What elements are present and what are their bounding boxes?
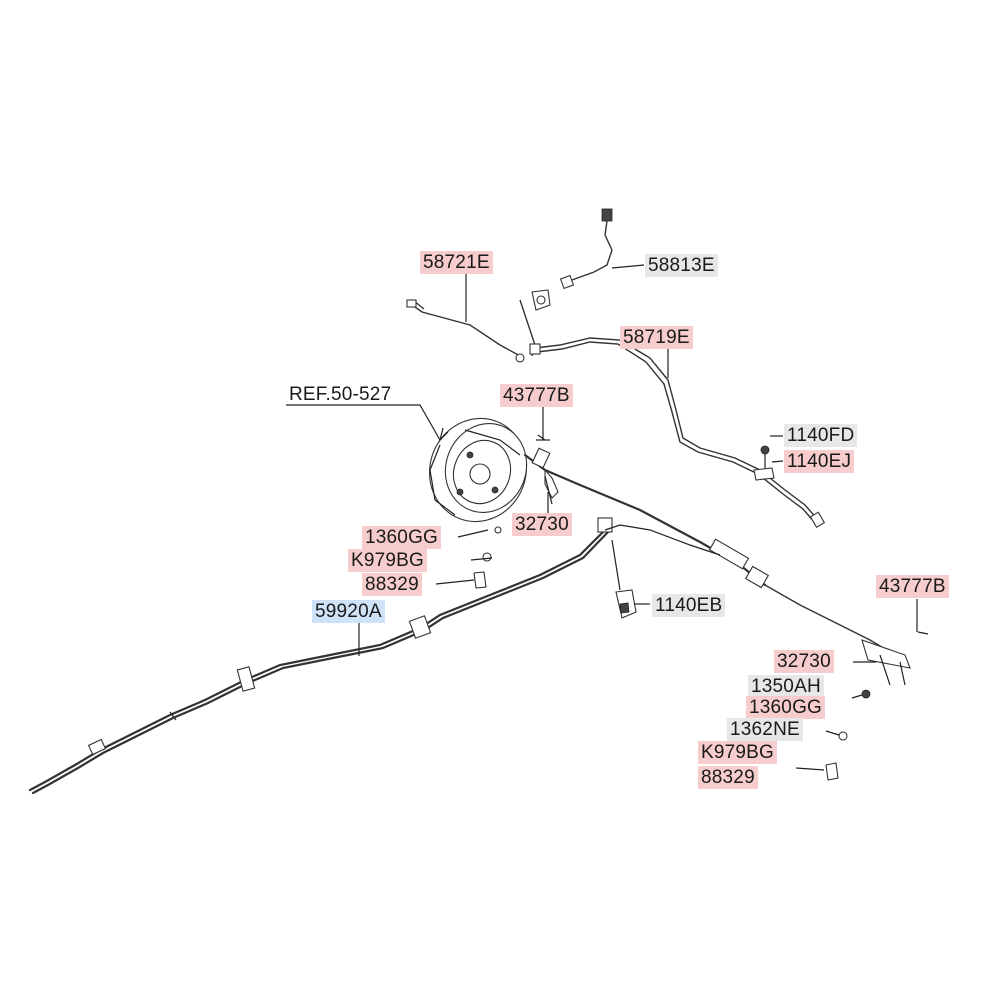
- part-label-1140ej[interactable]: 1140EJ: [784, 450, 855, 473]
- part-label-58813e[interactable]: 58813E: [645, 254, 718, 277]
- part-label-32730-right[interactable]: 32730: [774, 650, 834, 673]
- part-label-1140eb[interactable]: 1140EB: [652, 594, 726, 617]
- sensor-58813e-drawing: [519, 208, 613, 357]
- part-label-1360gg-left[interactable]: 1360GG: [362, 526, 442, 549]
- cable-58721e-drawing: [406, 299, 525, 363]
- hose-58719e-drawing: [529, 337, 826, 528]
- right-equalizer-drawing: [473, 526, 929, 781]
- bracket-1140eb-drawing: [611, 539, 637, 619]
- reference-label: REF.50-527: [289, 384, 392, 405]
- part-label-59920a[interactable]: 59920A: [312, 600, 385, 623]
- part-label-88329-right[interactable]: 88329: [698, 766, 758, 789]
- part-label-1360gg-right[interactable]: 1360GG: [746, 696, 826, 719]
- part-label-58721e[interactable]: 58721E: [420, 251, 493, 274]
- rear-cable-drawing: [523, 434, 896, 656]
- part-label-88329-left[interactable]: 88329: [362, 573, 422, 596]
- part-label-1362ne[interactable]: 1362NE: [727, 718, 803, 741]
- brake-backing-plate-drawing: [428, 417, 528, 523]
- part-label-1350ah[interactable]: 1350AH: [748, 675, 824, 698]
- part-label-k979bg-left[interactable]: K979BG: [348, 549, 428, 572]
- part-label-43777b-top[interactable]: 43777B: [500, 384, 573, 407]
- front-cable-59920a-drawing: [28, 517, 721, 795]
- leader-lines: [286, 264, 918, 771]
- part-label-k979bg-right[interactable]: K979BG: [698, 741, 778, 764]
- part-label-58719e[interactable]: 58719E: [620, 326, 693, 349]
- part-label-32730-top[interactable]: 32730: [512, 513, 572, 536]
- part-label-43777b-right[interactable]: 43777B: [876, 575, 949, 598]
- part-label-1140fd[interactable]: 1140FD: [784, 424, 858, 447]
